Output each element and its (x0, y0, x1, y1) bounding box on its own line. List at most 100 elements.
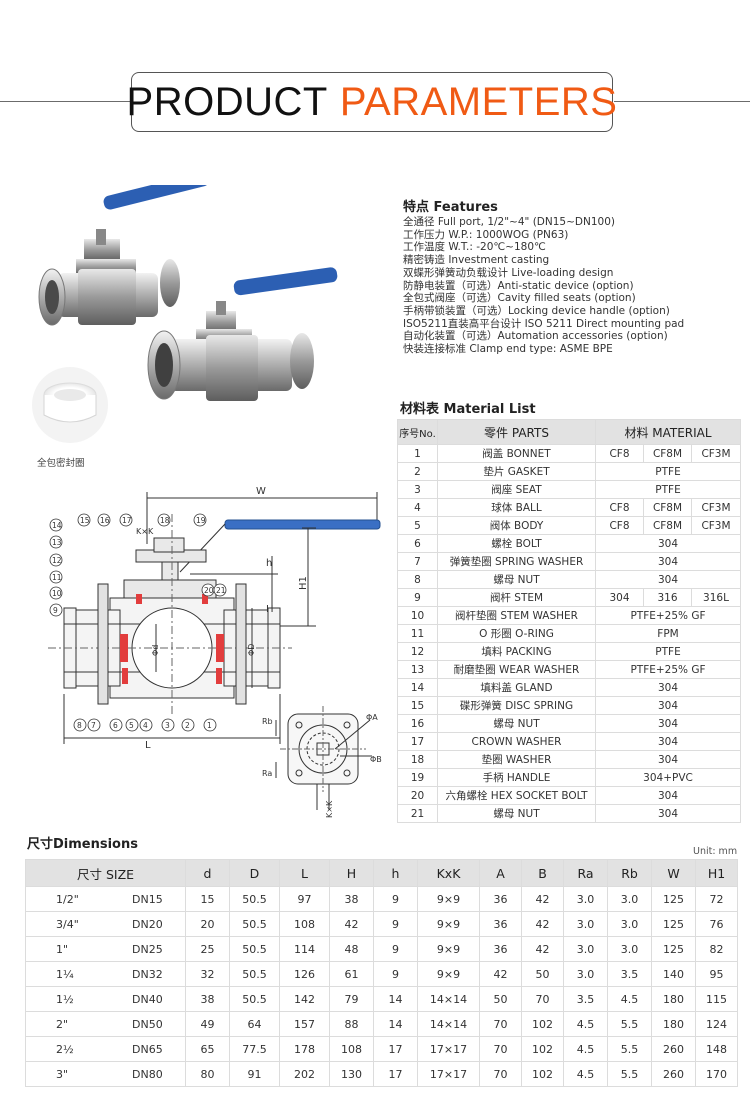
material-cell-material: PTFE (594, 642, 742, 661)
page-title: PRODUCT PARAMETERS (127, 72, 617, 132)
dimensions-cell-size: 1"DN25 (25, 936, 186, 962)
dimensions-cell: 3.0 (607, 911, 652, 937)
pad-label-a: ΦA (366, 713, 378, 722)
dimensions-cell: 260 (651, 1036, 696, 1062)
dimensions-cell: 9×9 (417, 936, 480, 962)
material-cell-material: CF8M (643, 444, 692, 463)
svg-text:7: 7 (91, 721, 96, 730)
callout-1: 1 (203, 718, 217, 732)
dimensions-cell: 3.0 (563, 961, 608, 987)
dimensions-cell: 148 (695, 1036, 738, 1062)
dimensions-header-cell: 尺寸 SIZE (25, 859, 186, 887)
callout-17: 17 (119, 513, 133, 527)
dimensions-cell: 50.5 (229, 936, 280, 962)
material-cell-part: 填料 PACKING (437, 642, 596, 661)
svg-text:15: 15 (80, 516, 90, 525)
callout-13: 13 (49, 535, 63, 549)
dimensions-header-cell: L (279, 859, 330, 887)
dimensions-cell: 5.5 (607, 1061, 652, 1087)
material-cell-material: 304 (594, 570, 742, 589)
dimensions-cell: 3.0 (563, 911, 608, 937)
svg-text:18: 18 (160, 516, 170, 525)
callout-8: 8 (73, 718, 87, 732)
svg-text:8: 8 (77, 721, 82, 730)
size-dn: DN32 (132, 967, 163, 981)
material-cell-material: PTFE (594, 462, 742, 481)
material-cell-material: CF3M (690, 516, 742, 535)
material-cell-part: 螺母 NUT (437, 714, 596, 733)
dimensions-cell-size: 2"DN50 (25, 1011, 186, 1037)
feature-item: 精密铸造 Investment casting (403, 254, 550, 267)
dimensions-cell: 3.0 (563, 886, 608, 912)
dimensions-cell: 36 (479, 886, 522, 912)
dimensions-unit: Unit: mm (693, 846, 738, 857)
svg-text:16: 16 (100, 516, 110, 525)
dim-label-d-outer: ΦD (247, 644, 256, 656)
material-list-title: 材料表 Material List (400, 402, 536, 417)
dimensions-header-cell: B (521, 859, 564, 887)
dimensions-cell: 70 (479, 1036, 522, 1062)
dimensions-cell: 180 (651, 986, 696, 1012)
material-cell-material: PTFE+25% GF (594, 660, 742, 679)
dimensions-header-cell: KxK (417, 859, 480, 887)
dimensions-cell: 72 (695, 886, 738, 912)
dimensions-cell: 80 (185, 1061, 230, 1087)
material-cell-part: 六角螺栓 HEX SOCKET BOLT (437, 786, 596, 805)
svg-text:3: 3 (165, 721, 170, 730)
material-cell-material: CF8M (643, 498, 692, 517)
dimensions-cell: 50 (521, 961, 564, 987)
dimensions-cell: 17 (373, 1061, 418, 1087)
material-cell-material: CF8 (595, 516, 644, 535)
dimensions-cell: 3.0 (607, 936, 652, 962)
dimensions-cell: 70 (479, 1011, 522, 1037)
cavity-seal-image (32, 367, 108, 443)
material-cell-part: 阀座 SEAT (437, 480, 596, 499)
material-cell-part: 螺栓 BOLT (437, 534, 596, 553)
material-cell-material: 316L (690, 588, 742, 607)
dim-label-h-small: h (266, 558, 272, 569)
dim-label-kk: K×K (136, 527, 154, 536)
size-dn: DN65 (132, 1042, 163, 1056)
dimensions-cell: 50.5 (229, 986, 280, 1012)
dimensions-cell: 9 (373, 886, 418, 912)
size-inch: 1" (56, 942, 69, 956)
pad-label-kxk: K×K (325, 800, 334, 818)
dimensions-cell: 126 (279, 961, 330, 987)
material-cell-no: 13 (397, 660, 438, 679)
callout-12: 12 (49, 553, 63, 567)
callout-20: 20 (201, 583, 215, 597)
callout-18: 18 (157, 513, 171, 527)
dimensions-cell: 9×9 (417, 911, 480, 937)
feature-item: 工作压力 W.P.: 1000WOG (PN63) (403, 228, 569, 241)
pad-label-rb: Rb (262, 717, 273, 726)
material-cell-material: PTFE+25% GF (594, 606, 742, 625)
dimensions-cell: 3.0 (607, 886, 652, 912)
pad-label-ra: Ra (262, 769, 272, 778)
dimensions-cell: 4.5 (563, 1061, 608, 1087)
feature-item: 手柄带锁装置（可选）Locking device handle (option) (403, 304, 670, 317)
dimensions-cell: 115 (695, 986, 738, 1012)
material-cell-part: CROWN WASHER (437, 732, 596, 751)
dimensions-cell: 76 (695, 911, 738, 937)
material-cell-material: FPM (594, 624, 742, 643)
valve-rear (38, 185, 210, 326)
dimensions-cell: 95 (695, 961, 738, 987)
dimensions-cell: 9×9 (417, 886, 480, 912)
dimensions-header-cell: Rb (607, 859, 652, 887)
material-cell-no: 20 (397, 786, 438, 805)
svg-text:2: 2 (185, 721, 190, 730)
dimensions-cell: 108 (279, 911, 330, 937)
material-cell-no: 11 (397, 624, 438, 643)
